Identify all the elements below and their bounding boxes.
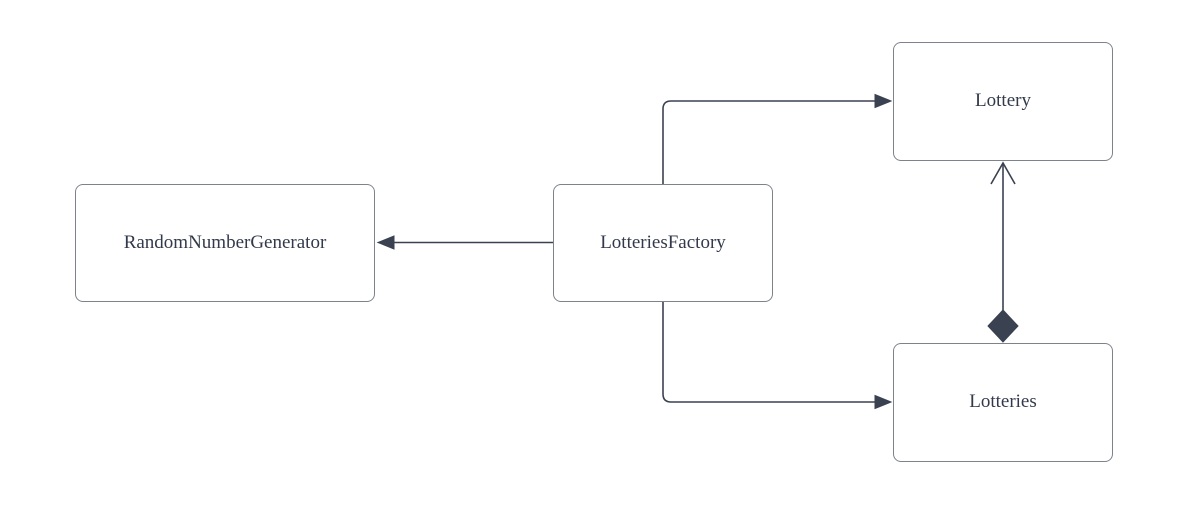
edge-factory-to-lotteries[interactable] [662, 302, 893, 410]
edge-line-factory-lottery[interactable] [662, 100, 876, 184]
edge-factory-to-randomnumbergenerator[interactable] [376, 235, 553, 250]
node-random-number-generator[interactable]: RandomNumberGenerator [75, 184, 375, 302]
node-lottery[interactable]: Lottery [893, 42, 1113, 161]
node-label-lotteries: Lotteries [969, 391, 1037, 413]
open-arrowhead-up-icon [990, 161, 1016, 185]
node-label-lotteries-factory: LotteriesFactory [600, 231, 726, 253]
node-lotteries-factory[interactable]: LotteriesFactory [553, 184, 773, 302]
node-lotteries[interactable]: Lotteries [893, 343, 1113, 462]
arrowhead-left-icon [376, 235, 395, 250]
edge-factory-to-lottery[interactable] [662, 93, 893, 185]
edge-line-factory-lotteries[interactable] [662, 302, 876, 403]
edge-lotteries-to-lottery[interactable] [987, 161, 1019, 343]
node-label-lottery: Lottery [975, 90, 1031, 112]
node-label-random-number-generator: RandomNumberGenerator [123, 231, 327, 253]
arrowhead-right-icon [874, 394, 893, 410]
composition-diamond-icon [987, 309, 1019, 343]
arrowhead-right-icon [874, 93, 893, 109]
